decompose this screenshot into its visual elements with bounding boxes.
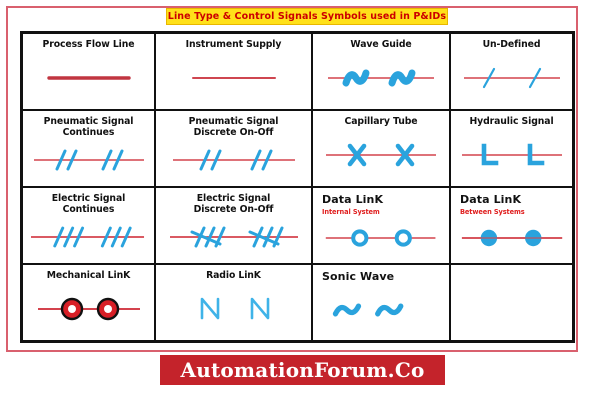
cell-label: Data LinK (460, 193, 522, 206)
symbol-wave-guide (319, 50, 443, 105)
cell-mechanical-link: Mechanical LinK (23, 265, 156, 340)
cell-un-defined: Un-Defined (451, 34, 572, 109)
cell-hydraulic-signal: Hydraulic Signal (451, 111, 572, 186)
cell-radio-link: Radio LinK (156, 265, 313, 340)
cell-data-link-between: Data LinK Between Systems (451, 188, 572, 263)
cell-empty (451, 265, 572, 340)
cell-label: Wave Guide (350, 39, 412, 50)
footer-logo-text: AutomationForum.Co (180, 358, 425, 382)
cell-sublabel: Internal System (322, 208, 380, 217)
symbol-x-mark (319, 127, 443, 182)
cell-sonic-wave: Sonic Wave (313, 265, 451, 340)
symbol-hollow-circle (322, 216, 443, 259)
table-row: Electric Signal Continues (23, 188, 572, 265)
symbol-triple-slash (29, 216, 148, 259)
cell-sublabel: Between Systems (460, 208, 525, 217)
cell-electric-signal-continues: Electric Signal Continues (23, 188, 156, 263)
table-row: Pneumatic Signal Continues Pneumatic Si (23, 111, 572, 188)
cell-wave-guide: Wave Guide (313, 34, 451, 109)
cell-label: Electric Signal Continues (51, 193, 126, 216)
cell-label: Process Flow Line (42, 39, 135, 50)
cell-capillary-tube: Capillary Tube (313, 111, 451, 186)
symbol-triple-slash-crossed (162, 216, 305, 259)
symbol-double-slash (162, 139, 305, 182)
symbol-radio-n (162, 281, 305, 336)
cell-pneumatic-signal-discrete: Pneumatic Signal Discrete On-Off (156, 111, 313, 186)
cell-label: Un-Defined (482, 39, 541, 50)
cell-pneumatic-signal-continues: Pneumatic Signal Continues (23, 111, 156, 186)
cell-data-link-internal: Data LinK Internal System (313, 188, 451, 263)
title-banner: Line Type & Control Signals Symbols used… (166, 8, 448, 25)
cell-label: Hydraulic Signal (469, 116, 554, 127)
symbol-mechanical-circle (29, 281, 148, 336)
cell-label: Instrument Supply (185, 39, 282, 50)
cell-process-flow-line: Process Flow Line (23, 34, 156, 109)
cell-electric-signal-discrete: Electric Signal Discrete On-Off (156, 188, 313, 263)
page-title: Line Type & Control Signals Symbols used… (167, 11, 447, 22)
symbol-sonic-squiggle (322, 283, 443, 336)
cell-label: Pneumatic Signal Continues (43, 116, 134, 139)
cell-instrument-supply: Instrument Supply (156, 34, 313, 109)
cell-label: Mechanical LinK (46, 270, 131, 281)
symbol-empty (457, 270, 566, 336)
footer-logo: AutomationForum.Co (160, 355, 445, 385)
symbol-thin-red-line (162, 50, 305, 105)
symbols-table: Process Flow Line Instrument Supply Wave… (20, 31, 575, 343)
table-row: Process Flow Line Instrument Supply Wave… (23, 34, 572, 111)
cell-label: Data LinK (322, 193, 384, 206)
cell-label: Pneumatic Signal Discrete On-Off (188, 116, 279, 139)
table-row: Mechanical LinK Radio LinK (23, 265, 572, 340)
cell-label: Radio LinK (206, 270, 261, 281)
symbol-single-slash (457, 50, 566, 105)
symbol-double-slash (29, 139, 148, 182)
cell-label: Electric Signal Discrete On-Off (193, 193, 274, 216)
cell-label: Sonic Wave (322, 270, 395, 283)
symbol-thick-red-line (29, 50, 148, 105)
symbol-filled-circle (460, 216, 566, 259)
symbol-l-mark (457, 127, 566, 182)
cell-label: Capillary Tube (344, 116, 418, 127)
